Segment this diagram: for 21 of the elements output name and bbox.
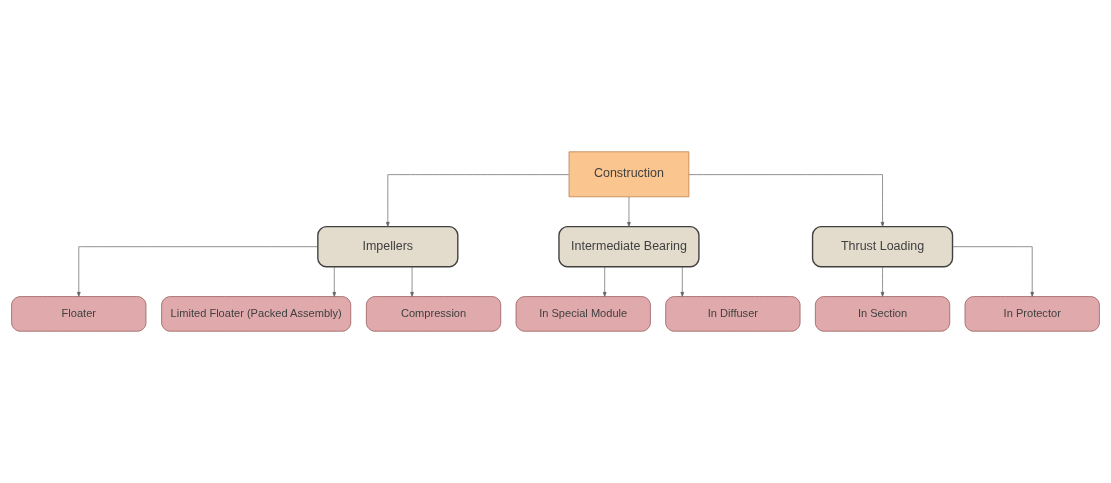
- node-box: In Diffuser: [665, 296, 801, 332]
- node-box: Intermediate Bearing: [558, 225, 700, 268]
- arrow: [680, 266, 685, 297]
- node-box: Compression: [366, 296, 502, 332]
- node-box: In Section: [815, 296, 951, 332]
- arrow: [386, 174, 570, 227]
- arrow: [602, 266, 607, 297]
- node-box: Thrust Loading: [811, 225, 954, 268]
- node-box: Limited Floater (Packed Assembly): [161, 296, 352, 332]
- node-box: Impellers: [317, 225, 459, 268]
- arrow: [332, 266, 337, 297]
- arrow: [688, 174, 885, 227]
- node-box: In Protector: [964, 296, 1100, 332]
- node-box: In Special Module: [515, 296, 651, 332]
- arrow: [627, 196, 631, 227]
- arrow: [77, 246, 319, 297]
- arrow: [952, 246, 1034, 297]
- node-box: Floater: [11, 296, 147, 332]
- arrow: [880, 266, 885, 297]
- arrow: [410, 266, 414, 297]
- node-box: Construction: [568, 151, 690, 198]
